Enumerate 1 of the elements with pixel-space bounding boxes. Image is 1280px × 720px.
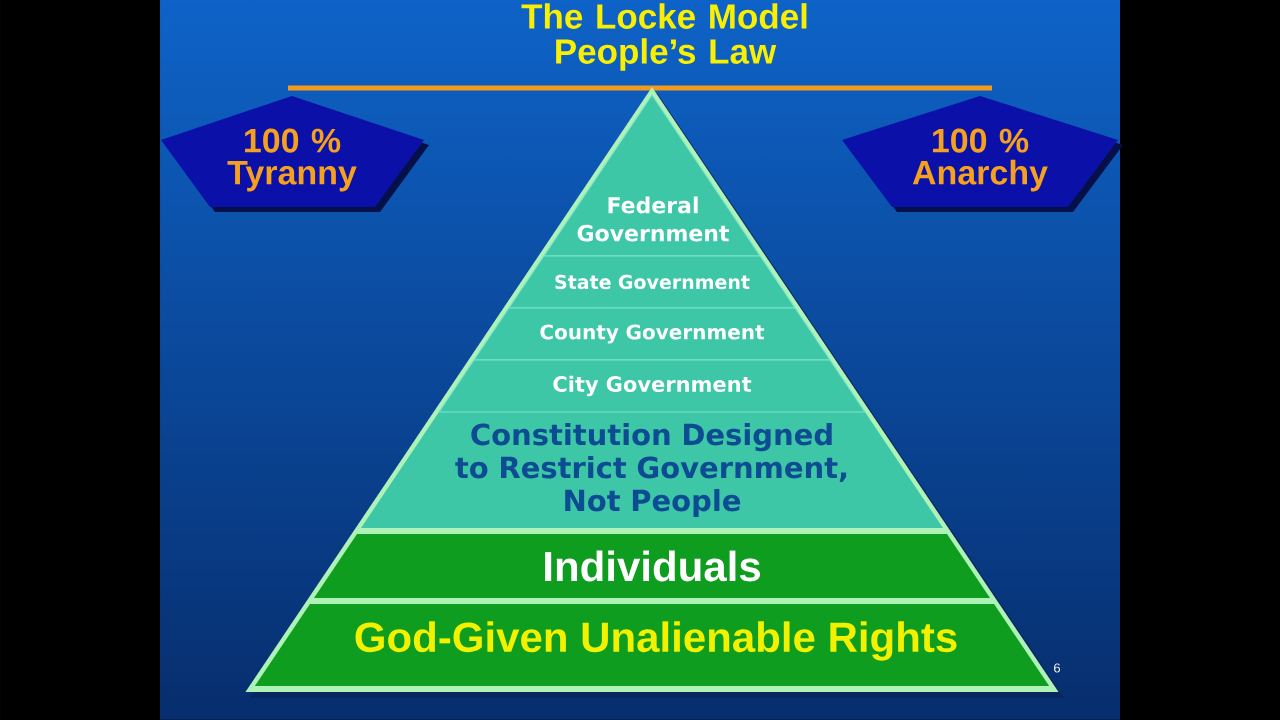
title: The Locke Model People’s Law [521,3,807,71]
